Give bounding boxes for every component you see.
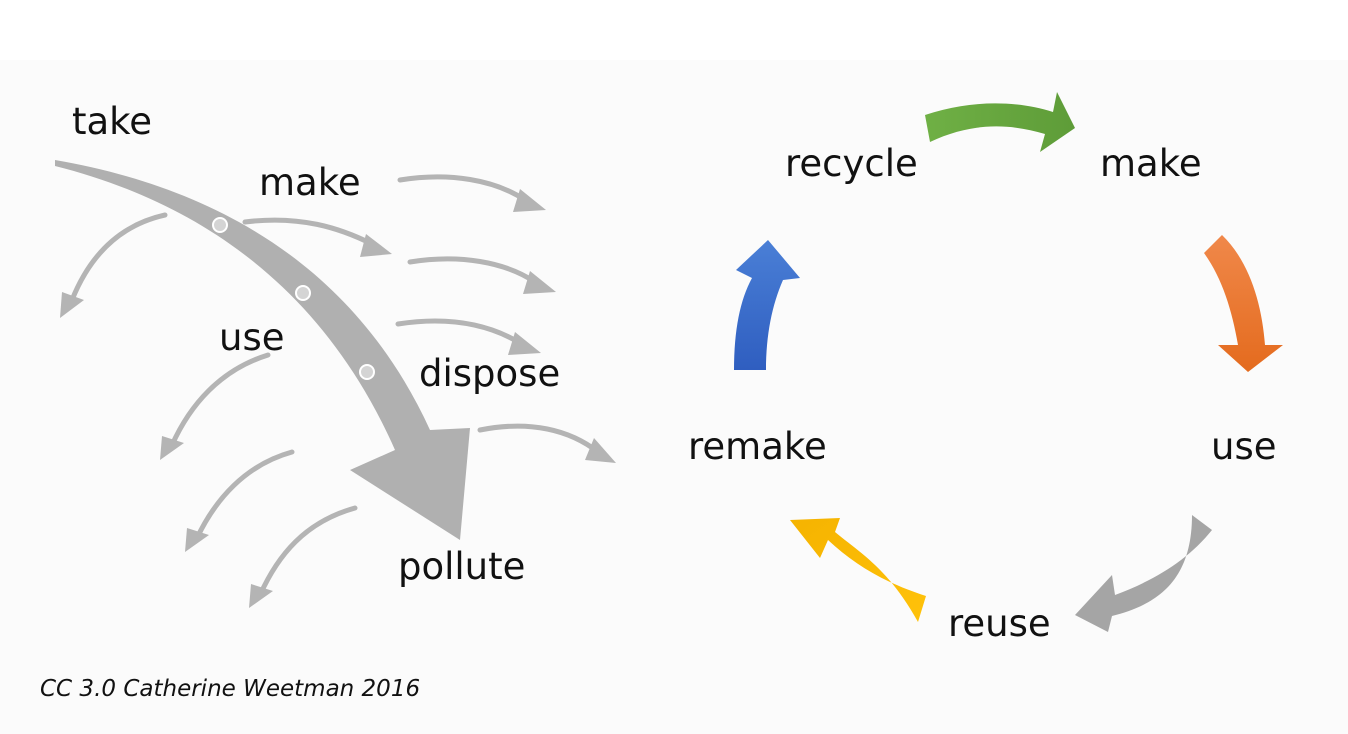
label-reuse: reuse (948, 602, 1051, 645)
label-take: take (72, 100, 153, 143)
label-pollute: pollute (398, 545, 526, 588)
fallout-arrows-left (69, 212, 358, 598)
cycle-arrow-remake-to-recycle (734, 240, 800, 370)
label-use-linear: use (219, 316, 285, 359)
label-use-circular: use (1211, 425, 1277, 468)
label-dispose: dispose (419, 352, 561, 395)
waste-arrowheads-right (360, 189, 616, 463)
label-make-circular: make (1100, 142, 1202, 185)
cycle-arrow-reuse-to-remake (790, 518, 926, 622)
label-make-linear: make (259, 161, 361, 204)
background-panel (0, 60, 1348, 734)
label-remake: remake (688, 425, 827, 468)
fallout-arrowheads-left (60, 292, 273, 608)
cycle-arrow-make-to-use (1204, 235, 1283, 372)
label-recycle: recycle (785, 142, 918, 185)
waste-arrows-right (242, 174, 601, 455)
cycle-arrow-recycle-to-make (925, 92, 1075, 152)
main-linear-arrow (55, 160, 470, 540)
credit-text: CC 3.0 Catherine Weetman 2016 (40, 676, 421, 702)
cycle-arrow-use-to-reuse (1075, 515, 1212, 632)
